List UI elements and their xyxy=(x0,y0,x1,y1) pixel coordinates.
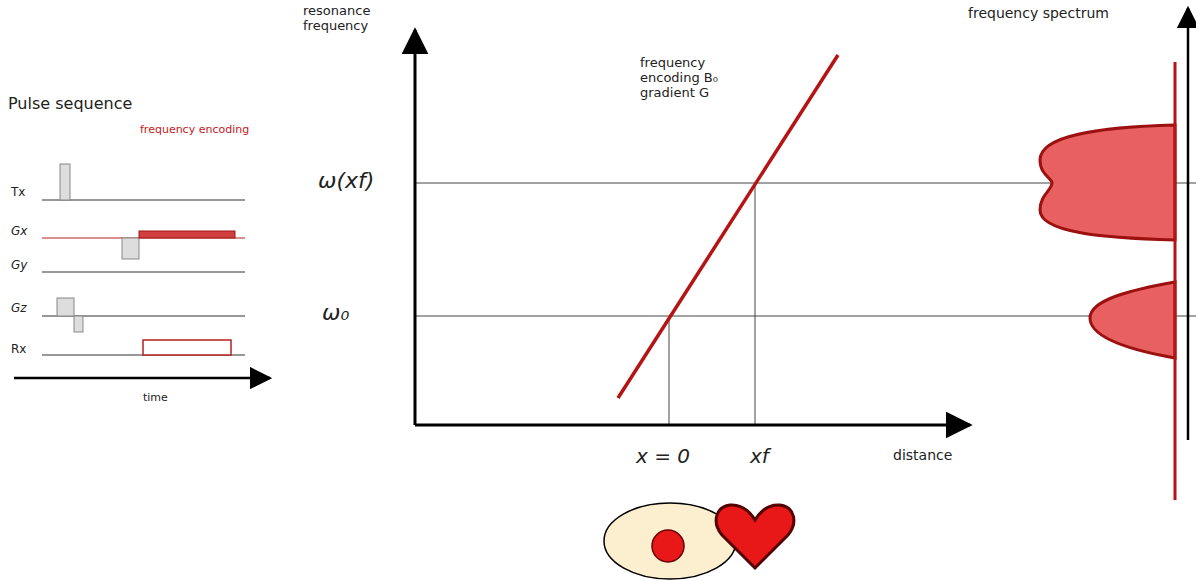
pulse-sequence xyxy=(14,164,270,378)
channel-name: Rx xyxy=(11,343,26,357)
position-symbol: xf xyxy=(750,445,769,468)
channel-name: Tx xyxy=(11,186,25,200)
frequency-plot xyxy=(415,30,1196,425)
channel-name: Gx xyxy=(11,225,27,239)
channel-name: Gy xyxy=(11,259,27,273)
axis-label: distance xyxy=(893,447,952,463)
frequency-spectrum xyxy=(1040,8,1188,500)
encoding-note: frequency encoding xyxy=(140,124,249,137)
axis-label: resonance frequency xyxy=(303,4,393,34)
channel-name: Gz xyxy=(11,302,27,316)
frequency-symbol: ω₀ xyxy=(322,300,349,325)
axis-label: time xyxy=(143,392,168,405)
panel-heading: Pulse sequence xyxy=(8,95,132,113)
line-label: frequency encoding B₀ gradient G xyxy=(640,56,765,101)
axis-label: frequency spectrum xyxy=(968,5,1109,21)
frequency-symbol: ω(xf) xyxy=(318,168,374,193)
phantom xyxy=(604,503,794,579)
position-symbol: x = 0 xyxy=(636,445,690,468)
